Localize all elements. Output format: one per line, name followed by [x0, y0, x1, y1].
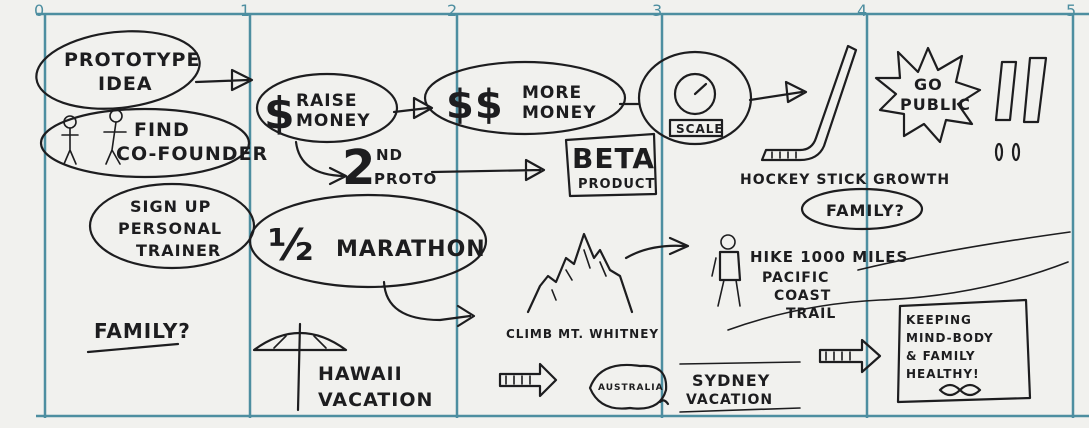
keeping-line3: & FAMILY [906, 349, 976, 363]
family-question-label: FAMILY? [826, 201, 905, 220]
raise-line1: RAISE [296, 91, 357, 111]
family-left-label: FAMILY? [94, 319, 191, 343]
prototype-idea-line1: PROTOTYPE [64, 49, 200, 71]
climb-label: CLIMB MT. WHITNEY [506, 327, 659, 341]
arrow-prototype-to-raise [194, 68, 254, 92]
tick-0: 0 [34, 1, 44, 20]
hatched-arrow-to-australia [498, 362, 558, 398]
keeping-frame [896, 298, 1032, 404]
australia-map-icon [588, 363, 668, 410]
go-public-starburst [874, 46, 982, 144]
people-icon [61, 109, 127, 165]
raise-money-bubble [255, 72, 399, 144]
hike-line3: COAST [774, 288, 831, 304]
beta-product-box [564, 132, 658, 198]
hawaii-line2: VACATION [318, 389, 433, 411]
public-label: PUBLIC [900, 95, 971, 114]
hiker-icon [711, 234, 742, 307]
find-cofounder-bubble [39, 107, 251, 179]
second-proto-number: 2 [342, 140, 376, 196]
family-question-bubble [800, 187, 924, 231]
hatched-arrow-to-keeping [818, 338, 882, 374]
signup-line3: TRAINER [136, 241, 221, 260]
hawaii-line1: HAWAII [318, 363, 403, 385]
signup-trainer-bubble [88, 182, 256, 270]
scale-bubble [637, 50, 753, 146]
half-label: ½ [268, 220, 315, 271]
arrow-proto-to-beta [430, 158, 546, 182]
second-proto-sup: ND [376, 146, 403, 164]
second-proto-word: PROTO [374, 170, 437, 188]
arrow-raise-to-more [392, 96, 434, 120]
mountain-icon [526, 232, 634, 314]
keeping-line4: HEALTHY! [906, 367, 980, 381]
hike-line1: HIKE 1000 MILES [750, 248, 908, 266]
family-left-underline [86, 342, 180, 354]
sydney-line2: VACATION [686, 392, 773, 408]
marathon-bubble [248, 193, 488, 289]
more-money-bubble [423, 60, 627, 136]
raise-dollar-sign: $ [264, 88, 296, 139]
tick-3: 3 [652, 1, 662, 20]
keeping-line2: MIND-BODY [906, 331, 994, 345]
signup-line1: SIGN UP [130, 197, 211, 216]
wavy-divider-lower [727, 261, 1069, 331]
prototype-idea-bubble [35, 30, 201, 110]
hockey-stick-hatching [771, 151, 797, 159]
sydney-underline [679, 407, 801, 413]
arrow-climb-to-hike [624, 236, 690, 260]
tick-2: 2 [447, 1, 457, 20]
more-dollar-signs: $$ [446, 82, 504, 128]
arrow-marathon-to-climb [382, 280, 476, 328]
beta-label: BETA [572, 142, 655, 175]
product-label: PRODUCT [578, 177, 655, 192]
sydney-overline [679, 361, 801, 365]
tick-5: 5 [1066, 1, 1076, 20]
more-line2: MONEY [522, 103, 597, 123]
keeping-line1: KEEPING [906, 313, 972, 327]
hockey-stick-label: HOCKEY STICK GROWTH [740, 172, 950, 188]
scale-icon [668, 72, 724, 138]
tick-1: 1 [240, 1, 250, 20]
raise-line2: MONEY [296, 111, 371, 131]
go-label: GO [914, 75, 943, 94]
tick-4: 4 [857, 1, 867, 20]
mountain-snow-lines [551, 249, 607, 301]
arrow-raise-to-proto [294, 140, 348, 186]
more-line1: MORE [522, 83, 582, 103]
umbrella-icon [252, 322, 348, 412]
scale-label: SCALE [676, 122, 724, 136]
signup-line2: PERSONAL [118, 219, 222, 238]
wavy-divider-upper [857, 231, 1071, 271]
exclamation-marks-icon [994, 56, 1048, 162]
find-line1: FIND [134, 119, 190, 141]
find-line2: CO-FOUNDER [116, 143, 268, 165]
australia-tasmania [658, 399, 670, 406]
australia-label: AUSTRALIA [598, 383, 664, 393]
arrow-scale-to-hockey [748, 80, 808, 104]
prototype-idea-line2: IDEA [98, 73, 153, 95]
hockey-stick-icon [760, 44, 858, 162]
hike-line2: PACIFIC [762, 270, 829, 286]
marathon-label: MARATHON [336, 237, 486, 262]
infinity-icon [938, 383, 982, 397]
sydney-line1: SYDNEY [692, 371, 770, 390]
